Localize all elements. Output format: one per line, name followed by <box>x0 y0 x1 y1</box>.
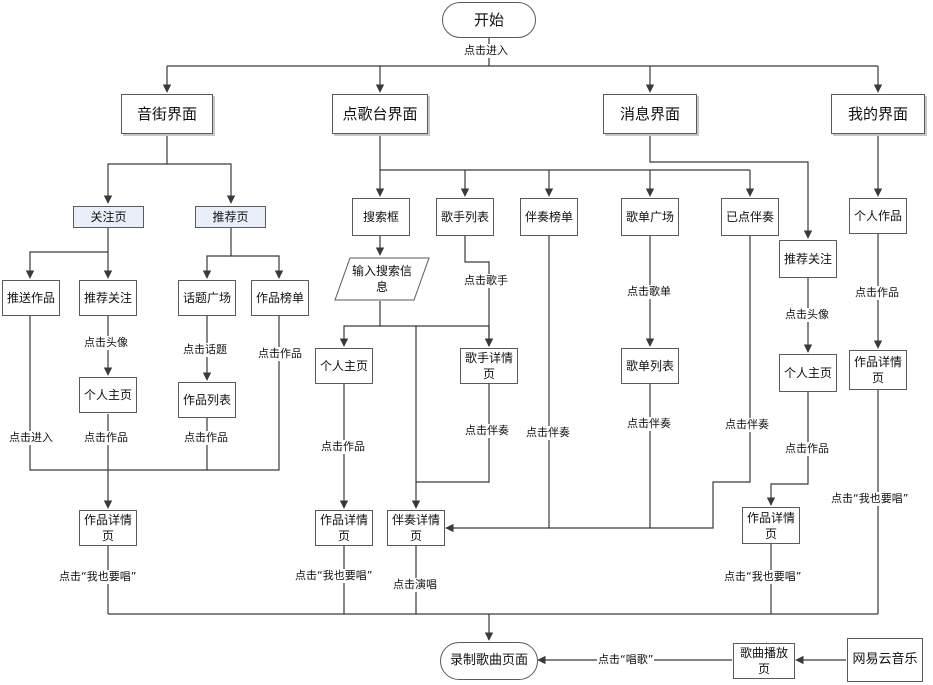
huati-node: 话题广场 <box>178 280 236 316</box>
yidian-banzou-node: 已点伴奏 <box>721 198 779 236</box>
edge-shuru-geshou <box>380 325 494 347</box>
geshou-liebiao-node: 歌手列表 <box>436 198 494 236</box>
geren-zhuye-node-3: 个人主页 <box>779 354 837 392</box>
geren-zuopin-node: 个人作品 <box>849 198 907 234</box>
edge-guanzhu-split <box>25 228 109 279</box>
gedan-guangchang-node: 歌单广场 <box>621 198 679 236</box>
shuru-label: 输入搜索信息 <box>352 264 413 294</box>
edge-yinjie-split <box>103 136 168 204</box>
zuopin-xiangqing-node-2: 作品详情页 <box>315 510 373 546</box>
zuopin-xiangqing-node-1: 作品详情页 <box>79 510 137 546</box>
xiaoxi-node: 消息界面 <box>603 94 697 134</box>
label-sing-play: 点击演唱 <box>392 578 438 592</box>
label-enter-start: 点击进入 <box>463 44 509 58</box>
label-avatar-1: 点击头像 <box>83 336 129 350</box>
edge-yidian-banzou <box>549 236 751 529</box>
label-sing-also-1: 点击“我也要唱” <box>58 570 138 584</box>
shuru-parallelogram <box>334 257 430 301</box>
label-changge: 点击“唱歌” <box>597 653 655 667</box>
label-singer: 点击歌手 <box>463 274 509 288</box>
start-node: 开始 <box>442 2 536 38</box>
geshou-xiangqing-node: 歌手详情页 <box>460 348 518 384</box>
edge-tuisong-merge <box>29 316 108 471</box>
edge-yinjie-tuijian <box>167 163 236 204</box>
label-sing-also-4: 点击“我也要唱” <box>830 492 910 506</box>
zuopin-xiangqing-node-4: 作品详情页 <box>849 350 907 390</box>
gequ-bofang-node: 歌曲播放页 <box>733 643 795 679</box>
label-works-3: 点击作品 <box>784 442 830 456</box>
edge-gerenzhuye3-xiangqing <box>766 392 809 506</box>
edge-xiaoxi-tuijianguanzhu <box>649 136 813 239</box>
geren-zhuye-node-1: 个人主页 <box>79 377 137 413</box>
sousuo-node: 搜索框 <box>352 198 410 236</box>
edge-bangdan-merge <box>207 316 280 471</box>
label-gedan: 点击歌单 <box>626 285 672 299</box>
label-works-1: 点击作品 <box>83 431 129 445</box>
edge-geshouxiangqing-banzou <box>416 384 490 483</box>
label-avatar-2: 点击头像 <box>784 308 830 322</box>
zuopin-liebiao-node: 作品列表 <box>178 382 236 418</box>
geren-zhuye-node-2: 个人主页 <box>315 348 373 384</box>
label-enter-push: 点击进入 <box>8 431 54 445</box>
gedan-liebiao-node: 歌单列表 <box>621 348 679 384</box>
diangetai-node: 点歌台界面 <box>332 94 428 134</box>
label-accomp-bangdan: 点击伴奏 <box>525 426 571 440</box>
yinjie-node: 音街界面 <box>121 94 213 134</box>
edge-diangetai-bus <box>379 136 750 171</box>
label-accomp-gedan: 点击伴奏 <box>626 417 672 431</box>
label-sing-also-2: 点击“我也要唱” <box>294 569 374 583</box>
label-topic: 点击话题 <box>182 343 228 357</box>
tuijian-node: 推荐页 <box>195 206 266 228</box>
banzou-xiangqing-node: 伴奏详情页 <box>387 510 445 546</box>
label-accomp-singer: 点击伴奏 <box>464 424 510 438</box>
luzhi-node: 录制歌曲页面 <box>440 642 538 680</box>
tuisong-node: 推送作品 <box>2 280 60 316</box>
edge-geshouliebiao-xiangqing <box>464 236 494 347</box>
zuopin-bangdan-node: 作品榜单 <box>251 280 309 316</box>
guanzhu-node: 关注页 <box>73 206 144 228</box>
edge-shuru-split <box>339 301 381 347</box>
label-works-2: 点击作品 <box>320 440 366 454</box>
banzou-bangdan-node: 伴奏榜单 <box>520 198 578 236</box>
wode-node: 我的界面 <box>831 94 925 134</box>
label-works-geren: 点击作品 <box>854 286 900 300</box>
label-sing-also-3: 点击“我也要唱” <box>723 570 803 584</box>
zuopin-xiangqing-node-3: 作品详情页 <box>742 507 800 544</box>
wangyiyun-node: 网易云音乐 <box>847 638 923 682</box>
tuijian-guanzhu-node-2: 推荐关注 <box>779 240 837 278</box>
tuijian-guanzhu-node-1: 推荐关注 <box>79 280 137 316</box>
label-works-list: 点击作品 <box>183 431 229 445</box>
label-accomp-yidian: 点击伴奏 <box>724 418 770 432</box>
edge-tuijian-bangdan <box>231 255 284 279</box>
label-works-bangdan: 点击作品 <box>257 347 303 361</box>
edge-tuijian-split <box>202 228 232 279</box>
